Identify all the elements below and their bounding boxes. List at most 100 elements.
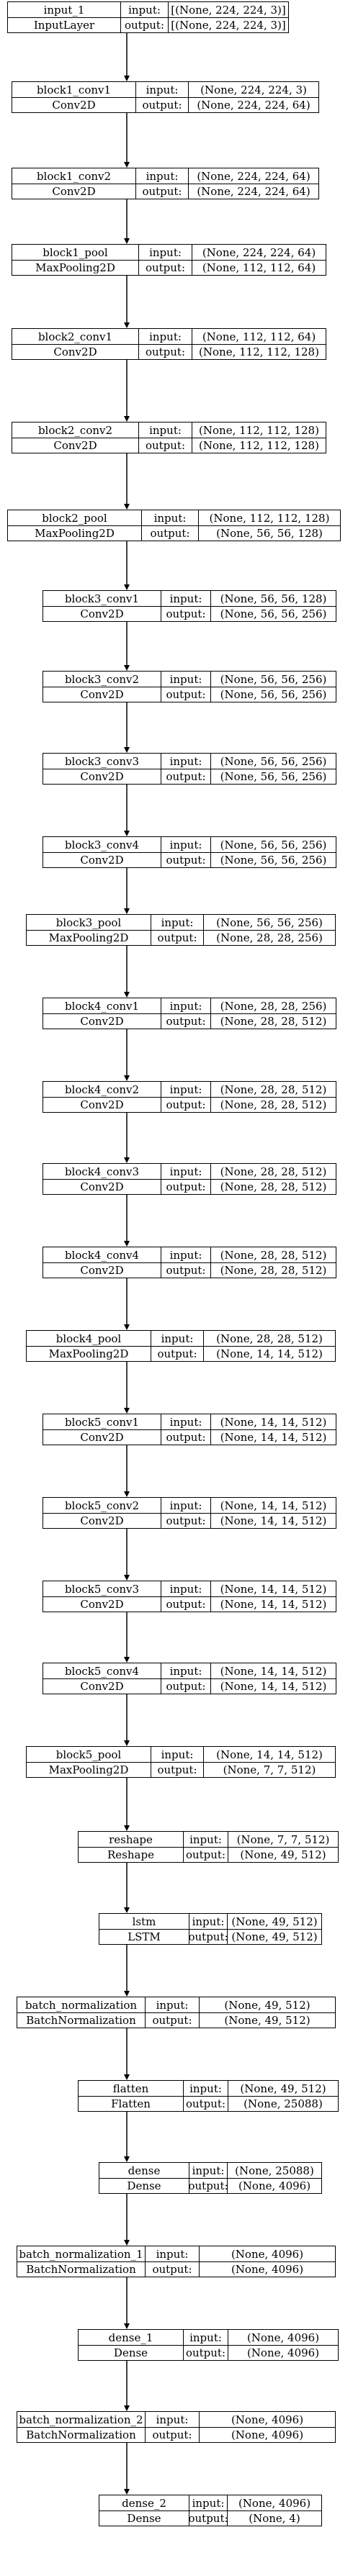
arrowhead-icon	[124, 1657, 130, 1663]
layer-type: Conv2D	[43, 769, 161, 784]
layer-name: block2_conv1	[37, 330, 113, 343]
output-label: output:	[183, 2096, 228, 2111]
layer-type: Conv2D	[43, 606, 161, 621]
output-label: output:	[151, 1346, 203, 1361]
layer-name: input_1	[43, 3, 85, 17]
layer-type: MaxPooling2D	[27, 1762, 151, 1777]
layer-name: batch_normalization	[24, 1998, 138, 2012]
layer-type: MaxPooling2D	[27, 1346, 151, 1361]
layer-name: block4_conv2	[64, 1083, 140, 1096]
layer-type: BatchNormalization	[17, 2261, 145, 2277]
output-label: output:	[189, 2178, 227, 2193]
arrowhead-icon	[124, 2323, 130, 2329]
output-label: output:	[183, 2345, 228, 2360]
output-shape: (None, 14, 14, 512)	[210, 1596, 336, 1612]
layer-name: block1_conv2	[36, 169, 112, 183]
layer-type: Flatten	[79, 2096, 183, 2111]
layer-name: block3_conv3	[64, 754, 140, 768]
arrowhead-icon	[124, 76, 130, 81]
layer-name: block4_conv3	[64, 1165, 140, 1178]
input-shape: (None, 28, 28, 512)	[210, 1082, 336, 1097]
input-shape: (None, 14, 14, 512)	[210, 1414, 336, 1429]
arrowhead-icon	[124, 1075, 130, 1081]
input-shape: (None, 112, 112, 128)	[198, 510, 340, 525]
output-shape: (None, 112, 112, 64)	[192, 260, 326, 275]
output-label: output:	[145, 2427, 199, 2442]
input-shape: (None, 7, 7, 512)	[228, 1832, 338, 1847]
output-label: output:	[145, 2012, 199, 2028]
output-shape: (None, 14, 14, 512)	[210, 1678, 336, 1694]
layer-name: block4_pool	[55, 1332, 122, 1345]
arrowhead-icon	[124, 1408, 130, 1414]
layer-type: InputLayer	[8, 17, 120, 32]
layer-name: block5_conv1	[64, 1415, 140, 1429]
layer-name: block3_conv2	[64, 672, 140, 686]
layer-type: MaxPooling2D	[27, 930, 151, 945]
layer-node-block5-conv1: block5_conv1 input:(None, 14, 14, 512) Con…	[43, 1414, 336, 1445]
input-label: input:	[161, 998, 210, 1013]
input-label: input:	[189, 1914, 227, 1929]
output-shape: (None, 28, 28, 512)	[210, 1262, 336, 1278]
layer-type: Reshape	[79, 1847, 183, 1862]
input-shape: (None, 56, 56, 256)	[210, 837, 336, 852]
layer-type: MaxPooling2D	[12, 260, 138, 275]
output-shape: (None, 7, 7, 512)	[203, 1762, 335, 1777]
arrowhead-icon	[124, 2489, 130, 2495]
layer-name: block5_conv4	[64, 1664, 140, 1678]
arrowhead-icon	[124, 1740, 130, 1746]
arrowhead-icon	[124, 1907, 130, 1913]
layer-type: Conv2D	[43, 1013, 161, 1029]
arrowhead-icon	[124, 584, 130, 590]
input-label: input:	[145, 1997, 199, 2012]
layer-type: Dense	[79, 2345, 183, 2360]
layer-type: Dense	[99, 2511, 189, 2526]
arrowhead-icon	[124, 1491, 130, 1497]
output-shape: (None, 28, 28, 256)	[203, 930, 335, 945]
input-shape: (None, 49, 512)	[228, 2081, 338, 2096]
output-shape: (None, 49, 512)	[228, 1847, 338, 1862]
output-label: output:	[161, 1013, 210, 1029]
layer-name: dense_1	[108, 2331, 153, 2344]
output-label: output:	[161, 769, 210, 784]
input-label: input:	[138, 329, 192, 344]
input-label: input:	[183, 2081, 228, 2096]
output-shape: (None, 224, 224, 64)	[188, 97, 318, 112]
layer-name: block2_conv2	[37, 423, 113, 437]
input-shape: [(None, 224, 224, 3)]	[168, 2, 288, 17]
output-label: output:	[161, 1678, 210, 1694]
layer-name: flatten	[112, 2082, 149, 2095]
input-label: input:	[161, 837, 210, 852]
output-shape: (None, 14, 14, 512)	[210, 1429, 336, 1445]
output-label: output:	[138, 260, 192, 275]
layer-name: block3_pool	[55, 916, 122, 929]
layer-type: Conv2D	[43, 1429, 161, 1445]
input-label: input:	[161, 1663, 210, 1678]
input-shape: (None, 28, 28, 256)	[210, 998, 336, 1013]
arrowhead-icon	[124, 1324, 130, 1330]
layer-type: LSTM	[99, 1929, 189, 1944]
input-label: input:	[161, 1581, 210, 1596]
layer-name: block1_conv1	[36, 83, 112, 96]
input-label: input:	[161, 1082, 210, 1097]
output-shape: (None, 56, 56, 256)	[210, 852, 336, 867]
input-label: input:	[161, 1414, 210, 1429]
layer-name: block1_pool	[43, 245, 108, 259]
input-shape: (None, 224, 224, 3)	[188, 82, 318, 97]
input-shape: (None, 28, 28, 512)	[203, 1331, 335, 1346]
output-shape: (None, 224, 224, 64)	[188, 184, 318, 199]
input-shape: (None, 4096)	[199, 2412, 335, 2427]
layer-name: block5_conv3	[64, 1582, 140, 1596]
output-shape: (None, 112, 112, 128)	[192, 344, 326, 359]
input-label: input:	[135, 82, 188, 97]
